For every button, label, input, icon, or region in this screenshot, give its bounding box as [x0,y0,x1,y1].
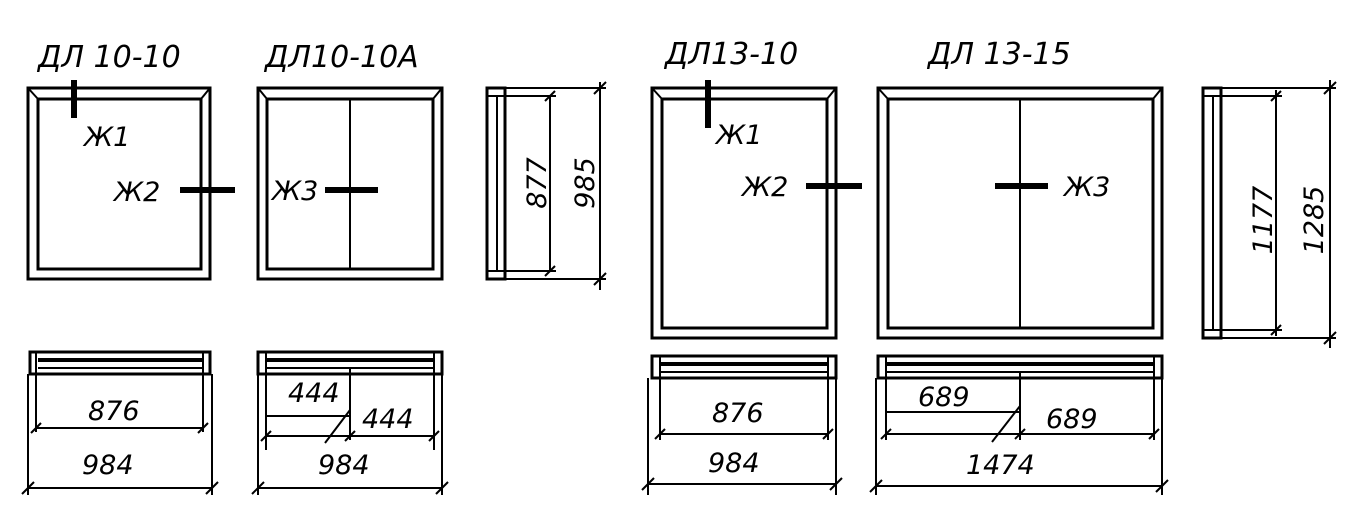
panel-dl10-10a: ДЛ10-10А Ж3 444 444 [251,40,449,495]
mark-j1: Ж1 [714,120,762,151]
plan-view-dl13-10: 876 984 [641,354,843,495]
mark-j1: Ж1 [82,122,130,153]
title-dl10-10: ДЛ 10-10 [36,40,181,75]
title-dl13-10: ДЛ13-10 [663,37,798,72]
dim-outer-984: 984 [82,450,134,481]
plan-view-dl10-10: 876 984 [21,350,219,495]
mark-j2: Ж2 [740,172,788,203]
dim-inner-876: 876 [88,396,140,427]
dim-outer-984: 984 [318,450,370,481]
dim-outer-1474: 1474 [966,450,1035,481]
dim-right-689: 689 [1046,404,1098,435]
panel-dl10-10: ДЛ 10-10 Ж1 Ж2 876 984 [21,40,235,495]
plan-view-dl10-10a: 444 444 984 [251,350,449,495]
title-dl10-10a: ДЛ10-10А [263,40,419,75]
plan-view-dl13-15: 689 689 1474 [869,354,1169,495]
front-view-dl13-15: Ж3 [876,86,1164,340]
mark-j3: Ж3 [1062,172,1110,203]
mark-j2: Ж2 [112,177,160,208]
mark-j3: Ж3 [270,176,318,207]
dim-inner-1177: 1177 [1248,186,1279,255]
front-view-dl10-10a: Ж3 [256,86,444,281]
panel-dl13-10: ДЛ13-10 Ж1 Ж2 876 984 [641,37,862,495]
panel-dl13-15: ДЛ 13-15 Ж3 689 689 [869,37,1169,495]
dim-left-689: 689 [918,382,970,413]
front-view-dl10-10: Ж1 Ж2 [26,80,235,281]
side-view-large: 1177 1285 [1201,80,1337,348]
dim-inner-877: 877 [522,157,553,209]
dim-outer-985: 985 [570,157,601,209]
title-dl13-15: ДЛ 13-15 [926,37,1071,72]
side-view-small: 877 985 [485,81,607,290]
dim-outer-1285: 1285 [1299,186,1330,255]
dim-right-444: 444 [362,404,414,435]
dim-outer-984: 984 [708,448,760,479]
dim-inner-876: 876 [712,398,764,429]
dim-left-444: 444 [288,378,340,409]
front-view-dl13-10: Ж1 Ж2 [650,80,862,340]
